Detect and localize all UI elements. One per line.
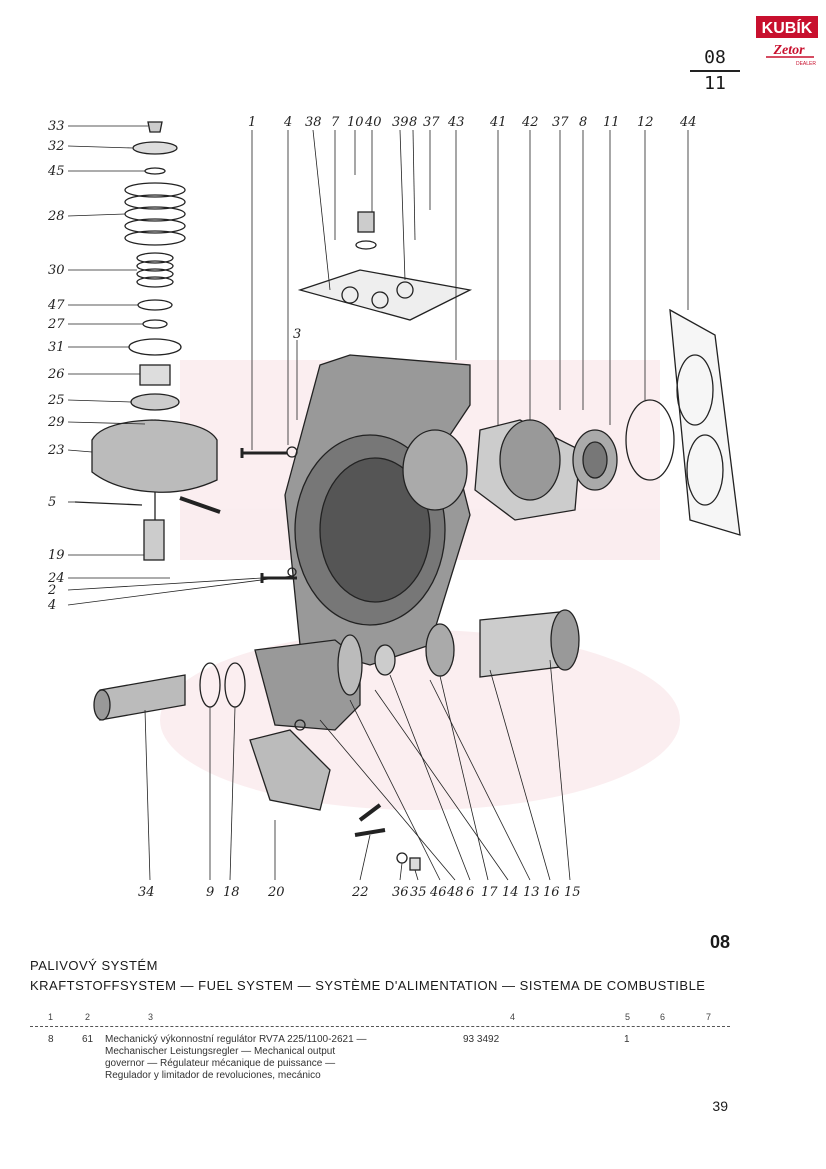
row-quantity-code: 61 bbox=[82, 1034, 94, 1045]
col-6: 6 bbox=[660, 1012, 666, 1022]
callout-20: 20 bbox=[267, 885, 285, 900]
callout-18: 18 bbox=[223, 885, 240, 900]
callout-15: 15 bbox=[564, 885, 581, 900]
row-count: 1 bbox=[624, 1034, 630, 1045]
callout-37-right: 37 bbox=[552, 115, 569, 130]
callout-8-top: 8 bbox=[409, 115, 417, 130]
callout-34: 34 bbox=[138, 885, 155, 900]
desc-line-2: Mechanischer Leistungsregler — Mechanica… bbox=[105, 1046, 336, 1057]
callout-24: 24 bbox=[47, 571, 65, 586]
callout-30: 30 bbox=[48, 263, 65, 278]
callout-1: 1 bbox=[248, 115, 256, 130]
callout-13: 13 bbox=[523, 885, 540, 900]
callout-32: 32 bbox=[48, 139, 65, 154]
callout-4-top: 4 bbox=[283, 115, 292, 130]
callout-46: 46 bbox=[429, 885, 447, 900]
row-description: Mechanický výkonnostní regulátor RV7A 22… bbox=[105, 1034, 425, 1082]
col-7: 7 bbox=[706, 1012, 712, 1022]
callout-22: 22 bbox=[351, 885, 369, 900]
row-part-number: 93 3492 bbox=[463, 1034, 500, 1045]
callout-9: 9 bbox=[206, 885, 214, 900]
spring-30 bbox=[136, 252, 174, 288]
col-2: 2 bbox=[85, 1012, 91, 1022]
row-position: 8 bbox=[48, 1034, 54, 1045]
callout-47: 47 bbox=[47, 298, 65, 313]
callout-48: 48 bbox=[446, 885, 464, 900]
callout-7: 7 bbox=[331, 115, 340, 130]
section-top: 08 bbox=[690, 48, 740, 72]
callout-3: 3 bbox=[293, 327, 301, 342]
callout-numbers: 33 32 45 28 30 47 27 31 26 25 29 23 5 19… bbox=[47, 115, 697, 900]
section-title-cs: PALIVOVÝ SYSTÉM bbox=[30, 958, 158, 973]
callout-17: 17 bbox=[481, 885, 498, 900]
col-1: 1 bbox=[48, 1012, 54, 1022]
diagram-svg: 33 32 45 28 30 47 27 31 26 25 29 23 5 19… bbox=[47, 115, 741, 900]
callout-6: 6 bbox=[466, 885, 474, 900]
callout-45: 45 bbox=[47, 164, 65, 179]
callout-43: 43 bbox=[447, 115, 465, 130]
kubik-zetor-logo: KUBÍK Zetor DEALER bbox=[756, 16, 818, 68]
callout-25: 25 bbox=[47, 393, 65, 408]
logo-tag: DEALER bbox=[796, 61, 816, 67]
page-number: 39 bbox=[712, 1098, 728, 1114]
callout-23: 23 bbox=[47, 443, 65, 458]
callout-44: 44 bbox=[679, 115, 697, 130]
section-title-multilingual: KRAFTSTOFFSYSTEM — FUEL SYSTEM — SYSTÈME… bbox=[30, 978, 706, 993]
callout-29: 29 bbox=[47, 415, 65, 430]
callout-28: 28 bbox=[47, 209, 65, 224]
spring-28 bbox=[124, 182, 186, 246]
callout-36: 36 bbox=[392, 885, 409, 900]
section-number: 08 bbox=[709, 932, 730, 952]
logo-brand: KUBÍK bbox=[762, 18, 813, 37]
callout-2: 2 bbox=[47, 583, 56, 598]
col-4: 4 bbox=[510, 1012, 516, 1022]
callout-5: 5 bbox=[48, 495, 56, 510]
callout-14: 14 bbox=[502, 885, 519, 900]
callout-33: 33 bbox=[48, 119, 65, 134]
callout-38: 38 bbox=[305, 115, 322, 130]
callout-39: 39 bbox=[392, 115, 409, 130]
callout-8-right: 8 bbox=[579, 115, 587, 130]
callout-11: 11 bbox=[603, 115, 620, 130]
callout-31: 31 bbox=[48, 340, 65, 355]
callout-41: 41 bbox=[489, 115, 507, 130]
callout-10: 10 bbox=[347, 115, 364, 130]
desc-line-4: Regulador y limitador de revoluciones, m… bbox=[105, 1070, 321, 1081]
exploded-parts-diagram: 33 32 45 28 30 47 27 31 26 25 29 23 5 19… bbox=[30, 100, 770, 910]
callout-35: 35 bbox=[410, 885, 427, 900]
col-3: 3 bbox=[148, 1012, 154, 1022]
callout-12: 12 bbox=[637, 115, 654, 130]
logo-sub: Zetor bbox=[772, 43, 805, 58]
leader-lines bbox=[67, 125, 689, 881]
desc-line-3: governor — Régulateur mécanique de puiss… bbox=[105, 1058, 336, 1069]
callout-40: 40 bbox=[364, 115, 382, 130]
callout-19: 19 bbox=[48, 548, 65, 563]
callout-16: 16 bbox=[543, 885, 560, 900]
callout-4-left: 4 bbox=[47, 598, 56, 613]
callout-27: 27 bbox=[47, 317, 65, 332]
section-bottom: 11 bbox=[704, 73, 726, 94]
callout-42: 42 bbox=[521, 115, 539, 130]
callout-37-top: 37 bbox=[423, 115, 440, 130]
col-5: 5 bbox=[625, 1012, 631, 1022]
section-fraction: 08 11 bbox=[690, 48, 740, 94]
table-column-header: 1 2 3 4 5 6 7 bbox=[30, 1012, 730, 1027]
callout-26: 26 bbox=[47, 367, 65, 382]
desc-line-1: Mechanický výkonnostní regulátor RV7A 22… bbox=[105, 1034, 367, 1045]
